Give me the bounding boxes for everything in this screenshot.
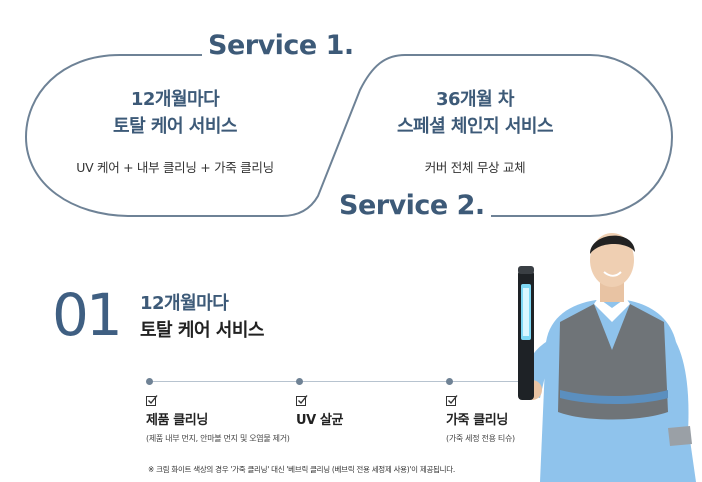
service-2-description: 커버 전체 무상 교체 [424,160,526,175]
service-2-block: 36개월 차 스페셜 체인지 서비스 커버 전체 무상 교체 [350,86,600,176]
check-box-icon [146,395,158,406]
feature-subtext: (제품 내부 먼지, 안마볼 먼지 및 오염물 제거) [146,434,290,443]
feature-leather-cleaning: 가죽 클리닝 (가죽 세정 전용 티슈) [446,394,626,445]
service-1-heading: 12개월마다 토탈 케어 서비스 [40,86,310,140]
service-capsule-outline [24,54,674,217]
timeline-dot [296,378,303,385]
feature-product-cleaning: 제품 클리닝 (제품 내부 먼지, 안마볼 먼지 및 오염물 제거) [146,394,326,445]
feature-uv-sterilization: UV 살균 [296,394,476,430]
service-1-block: 12개월마다 토탈 케어 서비스 UV 케어 + 내부 클리닝 + 가죽 클리닝 [40,86,310,176]
service-2-title: Service 2. [333,189,491,223]
section-number: 01 [52,281,123,349]
capsule-path [24,54,674,217]
timeline-line [150,381,520,382]
feature-label: 가죽 클리닝 [446,413,508,428]
uv-wand-icon [518,266,534,400]
check-box-icon [296,395,308,406]
service-2-heading-line1: 36개월 차 [436,89,515,110]
service-1-heading-line1: 12개월마다 [130,89,220,110]
service-2-heading: 36개월 차 스페셜 체인지 서비스 [350,86,600,140]
footnote: ※ 크림 화이트 색상의 경우 '가죽 클리닝' 대신 '베브릭 클리닝 (베브… [148,465,455,474]
service-1-title: Service 1. [202,29,360,63]
section-heading: 12개월마다 토탈 케어 서비스 [140,290,264,344]
section-heading-line2: 토탈 케어 서비스 [140,320,264,341]
service-1-description: UV 케어 + 내부 클리닝 + 가죽 클리닝 [76,160,274,175]
model-illustration [518,233,696,482]
timeline-dot [446,378,453,385]
section-heading-line1: 12개월마다 [140,293,229,314]
feature-label: 제품 클리닝 [146,413,208,428]
service-1-heading-line2: 토탈 케어 서비스 [113,116,237,137]
feature-subtext: (가죽 세정 전용 티슈) [446,434,515,443]
service-2-heading-line2: 스페셜 체인지 서비스 [396,116,554,137]
feature-label: UV 살균 [296,413,344,428]
check-box-icon [446,395,458,406]
timeline-dot [146,378,153,385]
